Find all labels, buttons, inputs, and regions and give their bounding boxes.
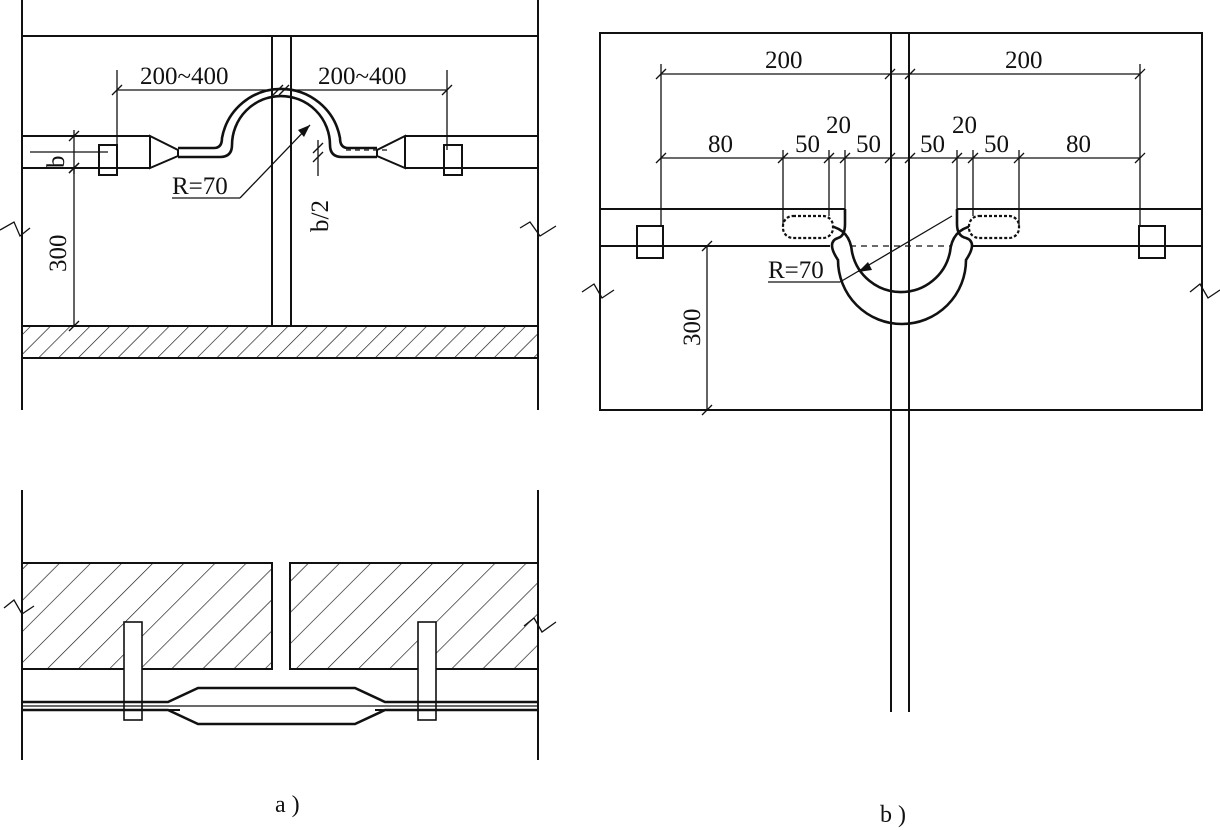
section-bolt-right	[417, 621, 437, 721]
taper-left	[149, 134, 179, 170]
spacing-label-a: 300	[45, 235, 72, 273]
radius-label-a: R=70	[172, 173, 228, 200]
anchor-bolt-b-right	[1138, 225, 1166, 259]
dim-300-b: 300	[679, 240, 713, 416]
dim-row-200: 200 200	[655, 47, 1146, 80]
dim-b-half: b/2	[307, 140, 334, 232]
radius-label-b: R=70	[768, 257, 824, 284]
dim-b-50-right-inner: 50	[920, 131, 945, 158]
dim-row-detail: 80 50 20 50 50 20 50 80	[655, 112, 1146, 164]
dim-b-200-right: 200	[1005, 47, 1043, 74]
weld-left	[781, 214, 835, 240]
omega-loop-inner	[178, 94, 377, 159]
weld-right	[967, 214, 1021, 240]
dim-b-50-left-inner: 50	[856, 131, 881, 158]
omega-loop-outer	[178, 87, 377, 150]
slab-right	[289, 562, 539, 670]
section-bolt-left	[123, 621, 143, 721]
dim-b-20-right: 20	[952, 112, 977, 139]
caption-a: a )	[275, 792, 300, 818]
panel-b-frame	[599, 32, 1203, 411]
break-mark-b-left	[581, 283, 615, 299]
u-loop-inner	[829, 224, 973, 294]
dim-b-80-right: 80	[1066, 131, 1091, 158]
caption-b: b )	[880, 802, 906, 828]
bar-width-label: b	[43, 156, 70, 169]
dim-200-400-right: 200~400	[278, 63, 453, 150]
dim-300-a: 300	[45, 162, 80, 332]
dim-b-50-right-mid: 50	[984, 131, 1009, 158]
figure-b-plan-view: 200 200 80 50 20 50 50 20 50 80	[581, 32, 1220, 712]
strip-plate-top	[22, 686, 538, 704]
break-mark-right	[519, 221, 557, 237]
dim-label-left: 200~400	[140, 63, 229, 90]
spacing-label-b: 300	[679, 309, 706, 347]
anchor-bolt-b-left	[636, 225, 664, 259]
radius-callout-a: R=70	[172, 124, 311, 200]
anchor-bolt-right	[443, 144, 463, 176]
radius-callout-b: R=70	[768, 215, 953, 284]
dim-b-50-left-mid: 50	[795, 131, 820, 158]
strip-plate-bottom	[22, 708, 538, 726]
break-mark-left	[0, 221, 31, 238]
dim-b: b	[43, 130, 80, 174]
figure-a-section-view	[3, 490, 557, 760]
half-width-label: b/2	[307, 200, 334, 232]
figure-a-plan-view: 200~400 200~400 R=70 b b/2	[0, 0, 557, 410]
slab-left	[21, 562, 273, 670]
hatched-beam-a	[21, 325, 539, 359]
taper-right	[376, 134, 406, 170]
break-mark-b-right	[1189, 283, 1220, 299]
dim-200-400-left: 200~400	[111, 63, 284, 150]
dim-b-200-left: 200	[765, 47, 803, 74]
dim-label-right: 200~400	[318, 63, 407, 90]
u-loop-outer	[830, 209, 974, 326]
dim-b-20-left: 20	[826, 112, 851, 139]
anchor-bolt-left	[98, 144, 118, 176]
dim-b-80-left: 80	[708, 131, 733, 158]
